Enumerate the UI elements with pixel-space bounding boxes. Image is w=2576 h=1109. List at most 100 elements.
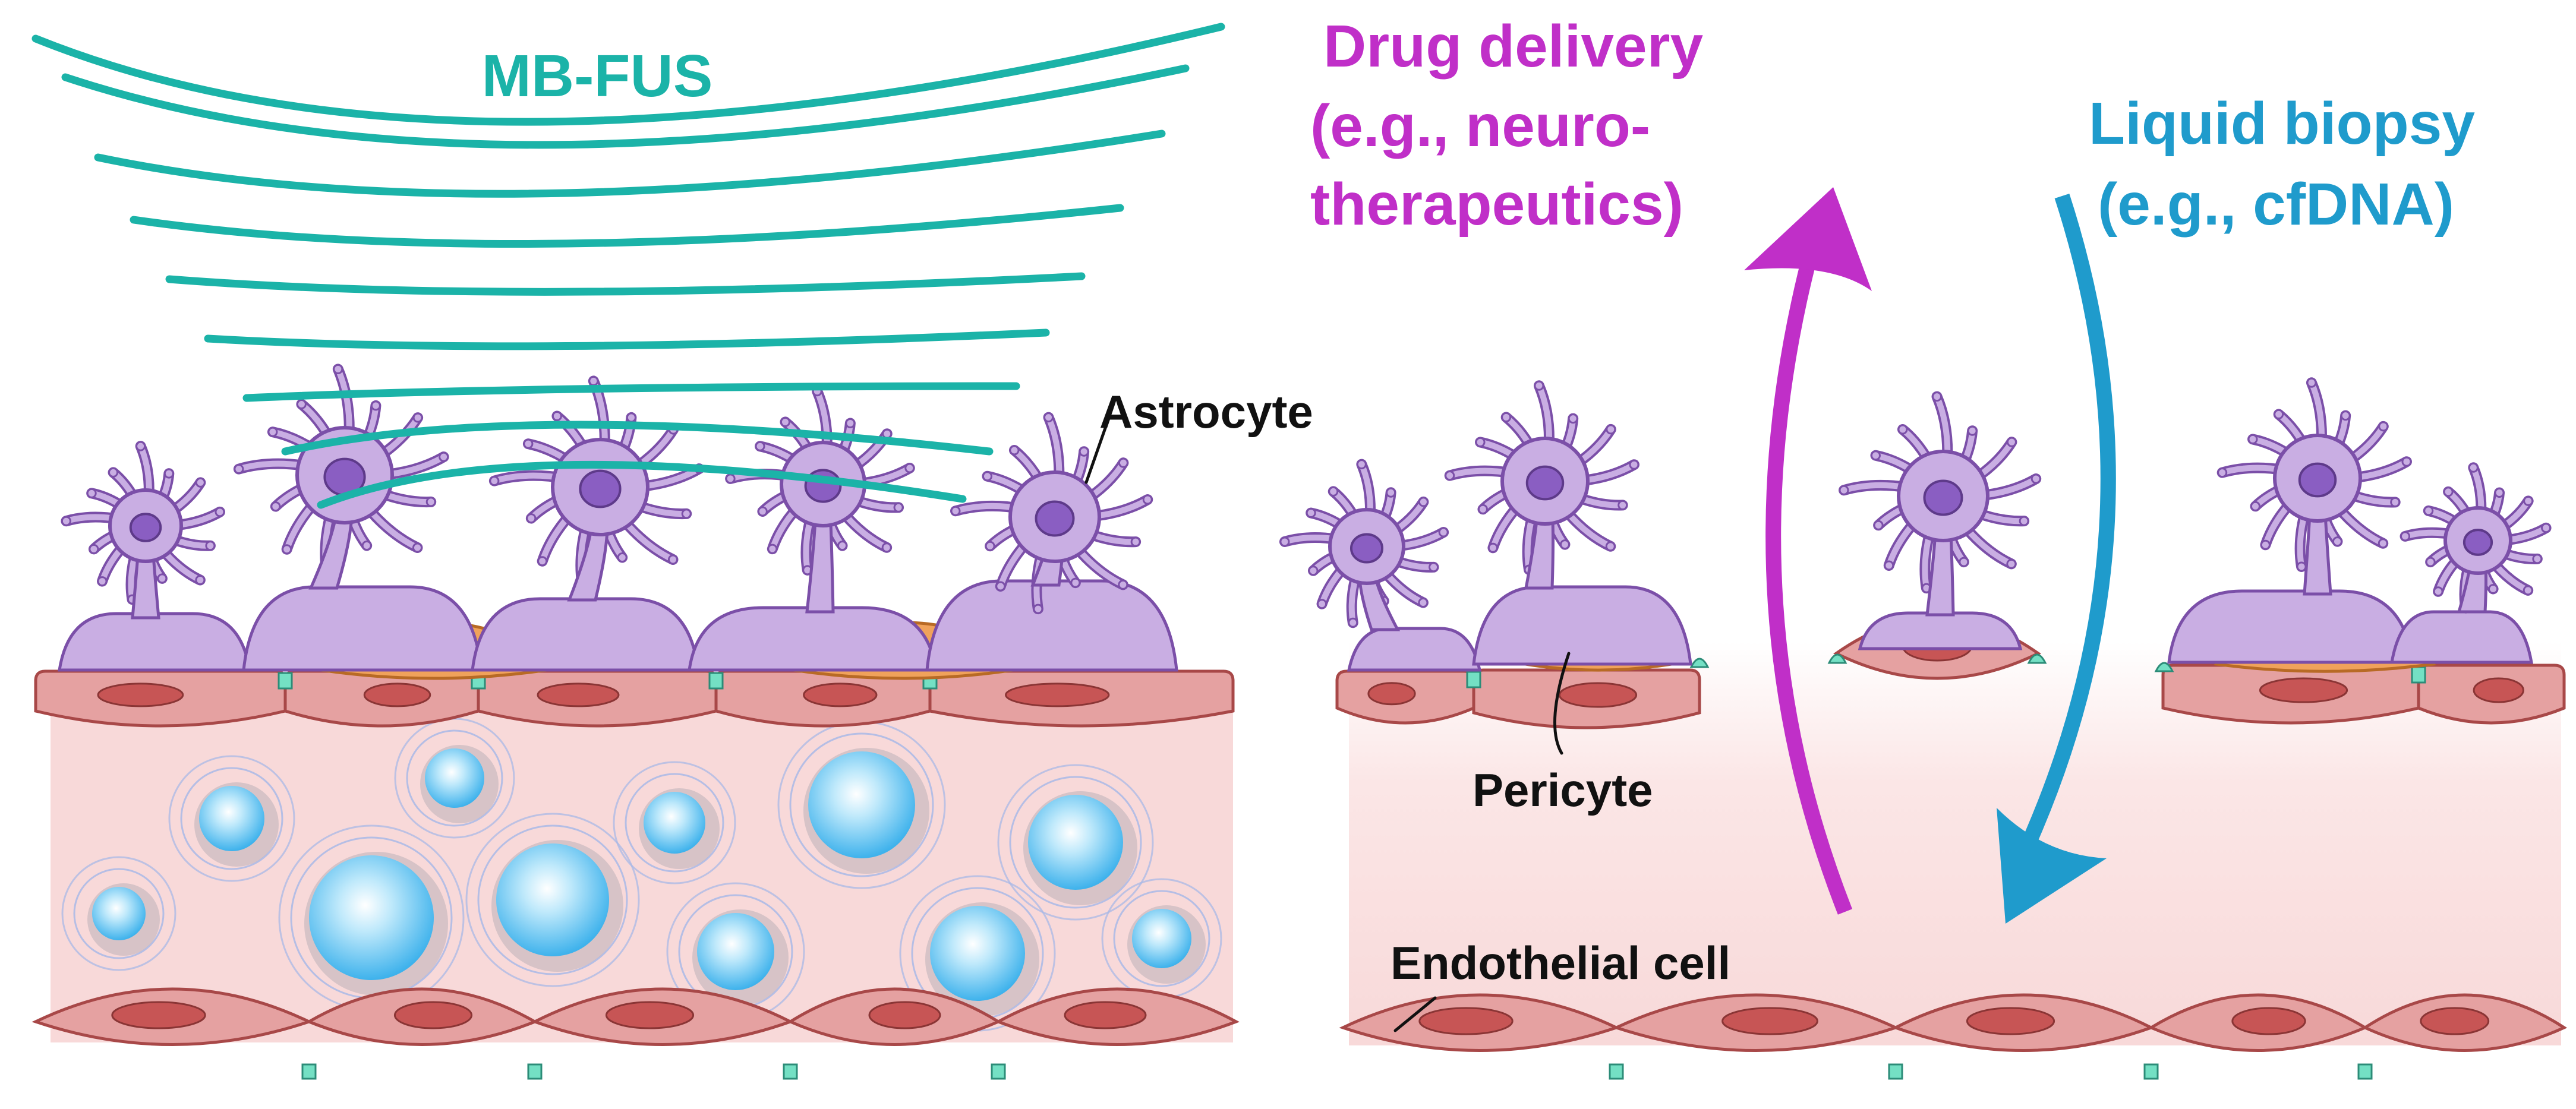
- astrocyte-process-tip: [1418, 598, 1429, 608]
- astrocyte: [2400, 462, 2552, 614]
- astrocyte-endfoot: [925, 579, 1178, 672]
- astrocyte-process-tip: [1606, 424, 1616, 435]
- astrocyte-process-tip: [845, 418, 856, 429]
- astrocyte-nucleus: [129, 513, 162, 542]
- astrocyte-process-tip: [135, 441, 146, 451]
- astrocyte-endfoot: [1347, 627, 1482, 672]
- astrocyte-nucleus: [1350, 533, 1384, 564]
- astrocyte-process-tip: [2019, 516, 2029, 526]
- endothelial-nucleus: [363, 683, 431, 707]
- astrocyte-process-tip: [1118, 579, 1128, 590]
- bubble-ring: [465, 813, 640, 987]
- astrocyte-process-tip: [1534, 380, 1544, 391]
- endothelial-nucleus: [1558, 682, 1638, 708]
- astrocyte-process-tip: [1884, 560, 1894, 571]
- bubble-ring: [625, 773, 724, 873]
- astrocyte-process-tip: [2468, 462, 2479, 473]
- astrocyte-process-tip: [881, 542, 892, 553]
- tight-junction: [1689, 658, 1710, 668]
- tight-junction: [991, 1063, 1006, 1080]
- astrocyte-process-tip: [157, 573, 168, 584]
- astrocyte-process-tip: [837, 541, 848, 551]
- astrocyte-process-tip: [215, 507, 225, 517]
- astrocyte-process-tip: [2401, 456, 2412, 467]
- astrocyte-process-tip: [1429, 562, 1439, 573]
- endothelial-nucleus: [537, 683, 620, 707]
- microbubble: [1028, 795, 1123, 890]
- astrocyte-label: Astrocyte: [1099, 386, 1313, 438]
- astrocyte: [1839, 391, 2042, 617]
- astrocyte-nucleus: [1035, 500, 1075, 537]
- astrocyte-process-tip: [1142, 494, 1153, 505]
- bubble-ring: [477, 824, 628, 975]
- astrocyte-process-tip: [537, 556, 548, 567]
- astrocyte-process-tip: [2532, 554, 2543, 564]
- astrocyte-process-tip: [2030, 473, 2041, 484]
- astrocyte-process-tip: [1959, 557, 1969, 567]
- astrocyte-process-tip: [1870, 450, 1881, 461]
- astrocyte-process-tip: [1308, 565, 1319, 576]
- microbubble: [496, 843, 609, 956]
- astrocyte-process-tip: [893, 502, 904, 513]
- astrocyte-process-tip: [1328, 486, 1339, 497]
- astrocyte-process-tip: [2541, 523, 2552, 533]
- ultrasound-wave: [281, 421, 994, 456]
- astrocyte-process-tip: [551, 410, 562, 421]
- astrocyte: [2216, 377, 2412, 596]
- astrocyte-process-tip: [2494, 487, 2505, 498]
- bubble-ring: [180, 767, 283, 870]
- astrocyte-process-tip: [97, 576, 108, 587]
- drug-delivery-arrow-head: [1744, 187, 1872, 291]
- microbubble: [930, 906, 1025, 1001]
- astrocyte-process-tip: [2488, 583, 2499, 594]
- astrocyte-process-tip: [195, 477, 206, 488]
- astrocyte-process-tip: [626, 412, 636, 423]
- mbfus-label: MB-FUS: [482, 43, 713, 109]
- astrocyte-process-tip: [1043, 412, 1054, 423]
- astrocyte-process-tip: [1932, 391, 1943, 402]
- astrocyte-endfoot: [58, 612, 251, 672]
- bubble-ring: [61, 856, 176, 971]
- bubble-ring: [1009, 776, 1142, 909]
- ultrasound-wave: [130, 204, 1124, 248]
- liquid-biopsy-arrow-head: [1997, 808, 2107, 924]
- tight-junction: [2154, 662, 2174, 672]
- astrocyte-process-tip: [1418, 497, 1429, 507]
- tight-junction: [527, 1063, 543, 1080]
- tight-junction: [1888, 1063, 1903, 1080]
- bubble-ring: [168, 755, 295, 882]
- tight-junction: [301, 1063, 317, 1080]
- tight-junction: [1466, 671, 1481, 688]
- astrocyte-stalk: [2303, 502, 2332, 596]
- astrocyte-process-tip: [995, 581, 1006, 592]
- ultrasound-wave: [61, 64, 1190, 149]
- microbubble: [808, 751, 915, 858]
- astrocyte-process-tip: [296, 399, 307, 409]
- astrocyte-process-tip: [2443, 486, 2454, 497]
- bottom-endothelial-layer: [31, 987, 2568, 1080]
- astrocyte-endfoot: [242, 585, 483, 672]
- astrocyte-process-tip: [234, 464, 244, 475]
- astrocyte-process-tip: [2296, 561, 2307, 572]
- astrocyte-process-tip: [1967, 425, 1978, 436]
- astrocyte-process-tip: [2423, 505, 2434, 516]
- endothelial-label: Endothelial cell: [1391, 937, 1730, 989]
- astrocyte-process-tip: [1501, 412, 1512, 422]
- astrocyte-process-tip: [1839, 485, 1849, 495]
- astrocyte-process-tip: [1605, 541, 1616, 552]
- astrocyte-process-tip: [163, 468, 174, 479]
- drug-delivery-label: Drug delivery: [1323, 13, 1703, 80]
- endothelial-nucleus: [2259, 677, 2348, 703]
- bubble-ring: [73, 868, 165, 959]
- endothelial-nucleus: [111, 1001, 206, 1029]
- bubble-ring: [1113, 890, 1210, 987]
- astrocyte-process-tip: [361, 540, 372, 551]
- astrocyte-endfoot: [471, 597, 700, 672]
- astrocyte-process-tip: [205, 541, 216, 551]
- drug-delivery-example: (e.g., neuro-: [1310, 93, 1650, 159]
- ultrasound-waves: [31, 23, 1225, 509]
- astrocyte: [1279, 459, 1449, 631]
- astrocyte-process-tip: [86, 488, 97, 498]
- endothelial-nucleus: [2473, 677, 2524, 703]
